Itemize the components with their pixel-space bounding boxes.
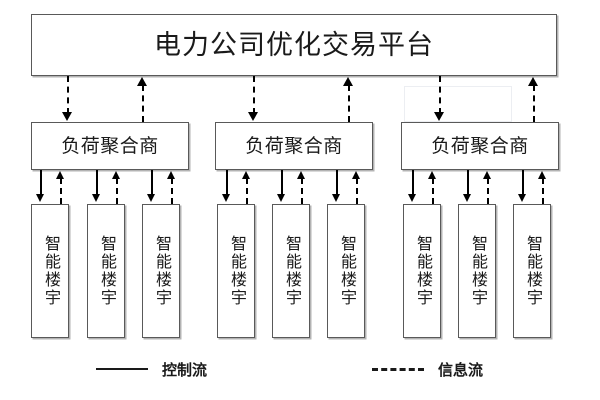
building-box-7[interactable]: 智能楼宇 — [403, 204, 441, 338]
control-link-aggregator-2-to-building-5 — [281, 170, 283, 196]
building-box-2[interactable]: 智能楼宇 — [87, 204, 125, 338]
info-arrow-up-building-3 — [167, 171, 175, 179]
control-link-aggregator-1-to-building-3 — [151, 170, 153, 196]
control-link-aggregator-1-to-building-1 — [40, 170, 42, 196]
building-label-4: 智能楼宇 — [228, 235, 245, 307]
info-arrow-up-aggregator-3 — [528, 77, 538, 86]
control-link-aggregator-2-to-building-4 — [226, 170, 228, 196]
control-arrow-down-building-6 — [332, 194, 340, 202]
legend: 控制流 信息流 — [0, 355, 600, 385]
platform-label: 电力公司优化交易平台 — [154, 29, 434, 60]
info-link-aggregator-2-to-platform — [348, 85, 350, 122]
control-arrow-down-building-1 — [36, 194, 44, 202]
info-link-building-4-to-aggregator-2 — [246, 178, 248, 204]
info-arrow-down-aggregator-1 — [62, 112, 72, 121]
building-label-2: 智能楼宇 — [98, 235, 115, 307]
info-link-building-9-to-aggregator-3 — [542, 178, 544, 204]
info-link-building-6-to-aggregator-2 — [356, 178, 358, 204]
info-arrow-up-building-6 — [352, 171, 360, 179]
building-box-4[interactable]: 智能楼宇 — [217, 204, 255, 338]
legend-label-information-flow: 信息流 — [438, 360, 484, 379]
legend-item-information-flow: 信息流 — [372, 357, 483, 381]
info-link-building-2-to-aggregator-1 — [116, 178, 118, 204]
legend-item-control-flow: 控制流 — [96, 357, 207, 381]
solid-line-swatch-icon — [96, 368, 148, 370]
info-link-platform-to-aggregator-1 — [67, 76, 69, 114]
aggregator-label-2: 负荷聚合商 — [245, 135, 343, 157]
artifact-rectangle — [404, 86, 512, 122]
info-link-building-8-to-aggregator-3 — [487, 178, 489, 204]
info-link-platform-to-aggregator-2 — [253, 76, 255, 114]
info-arrow-up-aggregator-2 — [343, 77, 353, 86]
control-arrow-down-building-2 — [92, 194, 100, 202]
control-arrow-down-building-9 — [518, 194, 526, 202]
building-label-1: 智能楼宇 — [42, 235, 59, 307]
aggregator-label-1: 负荷聚合商 — [61, 135, 159, 157]
building-box-3[interactable]: 智能楼宇 — [142, 204, 180, 338]
info-arrow-up-aggregator-1 — [137, 77, 147, 86]
info-link-building-1-to-aggregator-1 — [60, 178, 62, 204]
building-label-8: 智能楼宇 — [469, 235, 486, 307]
building-box-9[interactable]: 智能楼宇 — [513, 204, 551, 338]
building-label-6: 智能楼宇 — [338, 235, 355, 307]
control-arrow-down-building-5 — [277, 194, 285, 202]
info-arrow-down-aggregator-3 — [434, 112, 444, 121]
control-arrow-down-building-7 — [408, 194, 416, 202]
control-link-aggregator-3-to-building-7 — [412, 170, 414, 196]
aggregator-box-2[interactable]: 负荷聚合商 — [215, 122, 373, 170]
control-link-aggregator-3-to-building-9 — [522, 170, 524, 196]
building-box-8[interactable]: 智能楼宇 — [458, 204, 496, 338]
building-box-6[interactable]: 智能楼宇 — [327, 204, 365, 338]
info-link-aggregator-3-to-platform — [533, 85, 535, 122]
aggregator-box-3[interactable]: 负荷聚合商 — [401, 122, 559, 170]
control-arrow-down-building-4 — [222, 194, 230, 202]
info-arrow-up-building-7 — [428, 171, 436, 179]
info-arrow-up-building-8 — [483, 171, 491, 179]
info-link-aggregator-1-to-platform — [142, 85, 144, 122]
info-arrow-up-building-9 — [538, 171, 546, 179]
dashed-line-swatch-icon — [372, 367, 424, 371]
control-arrow-down-building-8 — [463, 194, 471, 202]
info-arrow-down-aggregator-2 — [248, 112, 258, 121]
info-arrow-up-building-5 — [297, 171, 305, 179]
control-link-aggregator-2-to-building-6 — [336, 170, 338, 196]
building-box-1[interactable]: 智能楼宇 — [31, 204, 69, 338]
building-label-7: 智能楼宇 — [414, 235, 431, 307]
building-label-9: 智能楼宇 — [524, 235, 541, 307]
building-label-5: 智能楼宇 — [283, 235, 300, 307]
info-arrow-up-building-4 — [242, 171, 250, 179]
control-arrow-down-building-3 — [147, 194, 155, 202]
aggregator-box-1[interactable]: 负荷聚合商 — [31, 122, 189, 170]
info-link-building-5-to-aggregator-2 — [301, 178, 303, 204]
building-label-3: 智能楼宇 — [153, 235, 170, 307]
legend-label-control-flow: 控制流 — [162, 360, 208, 379]
aggregator-label-3: 负荷聚合商 — [431, 135, 529, 157]
building-box-5[interactable]: 智能楼宇 — [272, 204, 310, 338]
control-link-aggregator-3-to-building-8 — [467, 170, 469, 196]
info-link-building-7-to-aggregator-3 — [432, 178, 434, 204]
control-link-aggregator-1-to-building-2 — [96, 170, 98, 196]
info-link-building-3-to-aggregator-1 — [171, 178, 173, 204]
info-link-platform-to-aggregator-3 — [439, 76, 441, 114]
info-arrow-up-building-2 — [112, 171, 120, 179]
platform-box[interactable]: 电力公司优化交易平台 — [31, 14, 557, 76]
info-arrow-up-building-1 — [56, 171, 64, 179]
